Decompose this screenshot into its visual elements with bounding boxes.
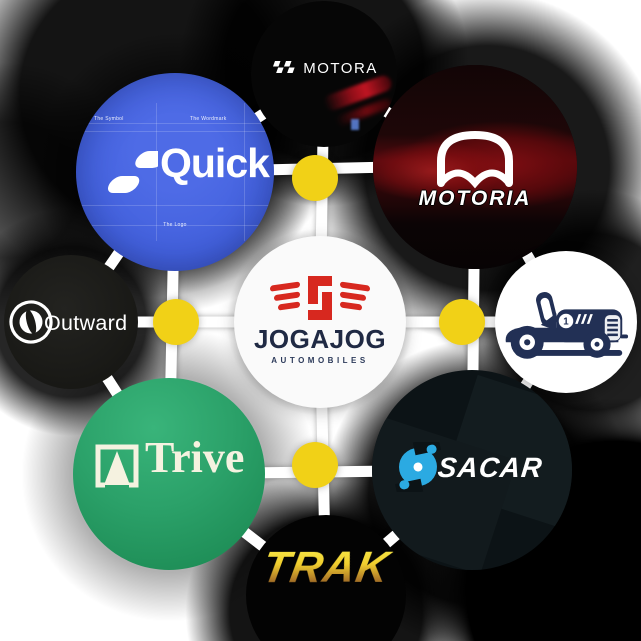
quick-wordmark: Quick: [160, 140, 270, 186]
guide-line: [76, 225, 274, 226]
brand-circle-trak: TRAK: [246, 515, 406, 641]
outward-ring-icon: [9, 300, 53, 344]
guide-line: [244, 103, 245, 241]
jogajog-wings-emblem-icon: [270, 276, 370, 320]
sacar-wordmark: SACAR: [436, 452, 545, 483]
quick-logo-icon: [107, 151, 158, 193]
sacar-s-swirl-icon: [395, 442, 441, 492]
trive-wordmark: Trive: [145, 433, 245, 482]
guide-line: [76, 205, 274, 206]
jogajog-subtitle: AUTOMOBILES: [271, 356, 369, 365]
connector-dot-right: [439, 299, 485, 345]
brand-circle-motoria: MOTORIA: [373, 65, 577, 269]
brand-circle-vintage-car: 1: [495, 251, 637, 393]
trak-wordmark: TRAK: [246, 543, 406, 593]
brand-circle-motora: MOTORA: [251, 1, 397, 147]
guide-line: [76, 131, 274, 132]
steering-wheel-icon: [437, 131, 513, 189]
brand-circle-trive: Trive: [73, 378, 265, 570]
brand-circle-quick: The Symbol The Wordmark The Logo Quick: [76, 73, 274, 271]
connector-dot-left: [153, 299, 199, 345]
quick-symbol-label: The Symbol: [94, 116, 124, 122]
quick-logo-label: The Logo: [163, 222, 187, 228]
motora-wordmark: MOTORA: [303, 59, 378, 77]
vintage-race-car-icon: 1: [505, 291, 629, 359]
guide-line: [156, 103, 157, 241]
checkered-flag-icon: [273, 61, 295, 73]
guide-line: [76, 123, 274, 124]
connector-dot-top: [292, 155, 338, 201]
outward-wordmark: Outward: [44, 311, 128, 335]
brand-circle-sacar: SACAR: [372, 370, 572, 570]
car-number: 1: [563, 317, 569, 328]
connector-dot-bottom: [292, 442, 338, 488]
taillight-glint: [351, 119, 359, 130]
brand-circle-outward: Outward: [4, 255, 138, 389]
motora-logo-row: MOTORA: [251, 59, 397, 77]
trive-road-arrow-icon: [95, 444, 139, 488]
motoria-wordmark: MOTORIA: [418, 187, 532, 210]
red-car-backdrop: [373, 65, 577, 269]
brand-circle-jogajog: JOGAJOG AUTOMOBILES: [234, 236, 406, 408]
quick-wordmark-label: The Wordmark: [190, 116, 227, 122]
jogajog-wordmark: JOGAJOG: [253, 324, 387, 354]
